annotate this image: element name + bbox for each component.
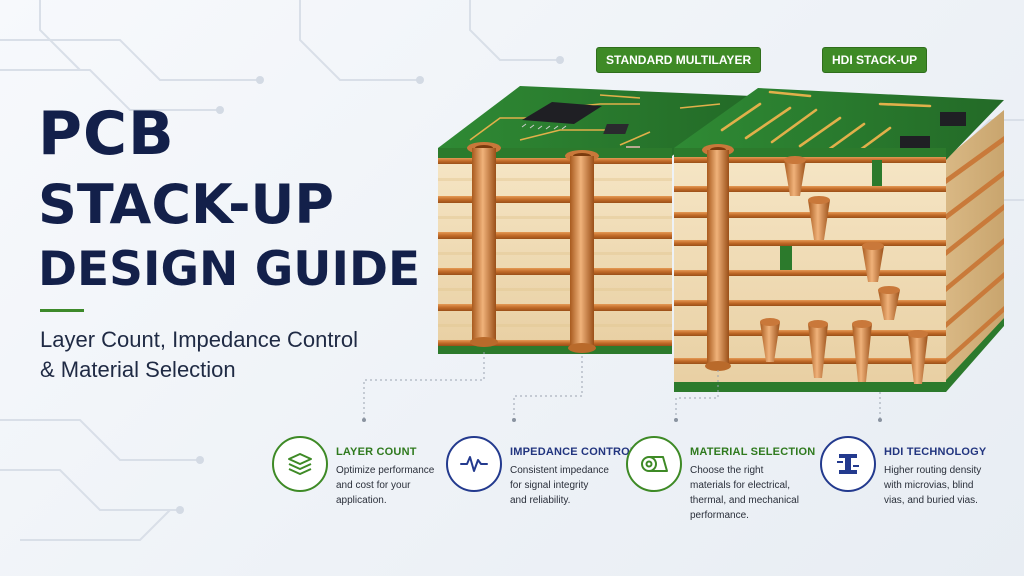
layers-icon	[288, 453, 312, 475]
feature-desc-line: Optimize performance	[336, 465, 435, 476]
impedance-icon-badge	[446, 436, 502, 492]
hdi-stackup-block	[674, 88, 1004, 392]
feature-description: Optimize performance and cost for your a…	[336, 463, 434, 508]
feature-desc-line: Higher routing density	[884, 465, 982, 476]
feature-desc-line: Choose the right	[690, 465, 764, 476]
subtitle: Layer Count, Impedance Control & Materia…	[40, 325, 358, 385]
feature-desc-line: and reliability.	[510, 495, 571, 506]
feature-description: Consistent impedance for signal integrit…	[510, 463, 609, 508]
material-icon-badge	[626, 436, 682, 492]
material-roll-icon	[641, 456, 668, 472]
feature-desc-line: application.	[336, 495, 387, 506]
feature-desc-line: with microvias, blind	[884, 480, 974, 491]
standard-multilayer-label: STANDARD MULTILAYER	[596, 47, 762, 73]
hdi-icon-badge	[820, 436, 876, 492]
feature-desc-line: performance.	[690, 510, 749, 521]
feature-title: IMPEDANCE CONTROL	[510, 446, 637, 458]
feature-desc-line: and cost for your	[336, 480, 411, 491]
standard-multilayer-block	[438, 86, 752, 354]
feature-desc-line: Consistent impedance	[510, 465, 609, 476]
feature-title: MATERIAL SELECTION	[690, 446, 816, 458]
layer-count-icon-badge	[272, 436, 328, 492]
title-divider	[40, 309, 84, 312]
feature-desc-line: materials for electrical,	[690, 480, 791, 491]
subtitle-line-1: Layer Count, Impedance Control	[40, 327, 358, 352]
feature-desc-line: vias, and buried vias.	[884, 495, 978, 506]
feature-desc-line: thermal, and mechanical	[690, 495, 799, 506]
page-title: PCB STACK-UP DESIGN GUIDE	[38, 104, 420, 293]
feature-description: Choose the right materials for electrica…	[690, 463, 799, 523]
feature-desc-line: for signal integrity	[510, 480, 589, 491]
hdi-stackup-label: HDI STACK-UP	[822, 47, 928, 73]
waveform-icon	[460, 456, 488, 472]
feature-title: HDI TECHNOLOGY	[884, 446, 987, 458]
title-line-2: STACK-UP	[38, 173, 334, 236]
feature-title: LAYER COUNT	[336, 446, 417, 458]
subtitle-line-2: & Material Selection	[40, 357, 236, 382]
via-icon	[837, 454, 859, 474]
title-line-3: DESIGN GUIDE	[38, 242, 421, 297]
feature-description: Higher routing density with microvias, b…	[884, 463, 981, 508]
title-line-1: PCB	[38, 99, 175, 169]
